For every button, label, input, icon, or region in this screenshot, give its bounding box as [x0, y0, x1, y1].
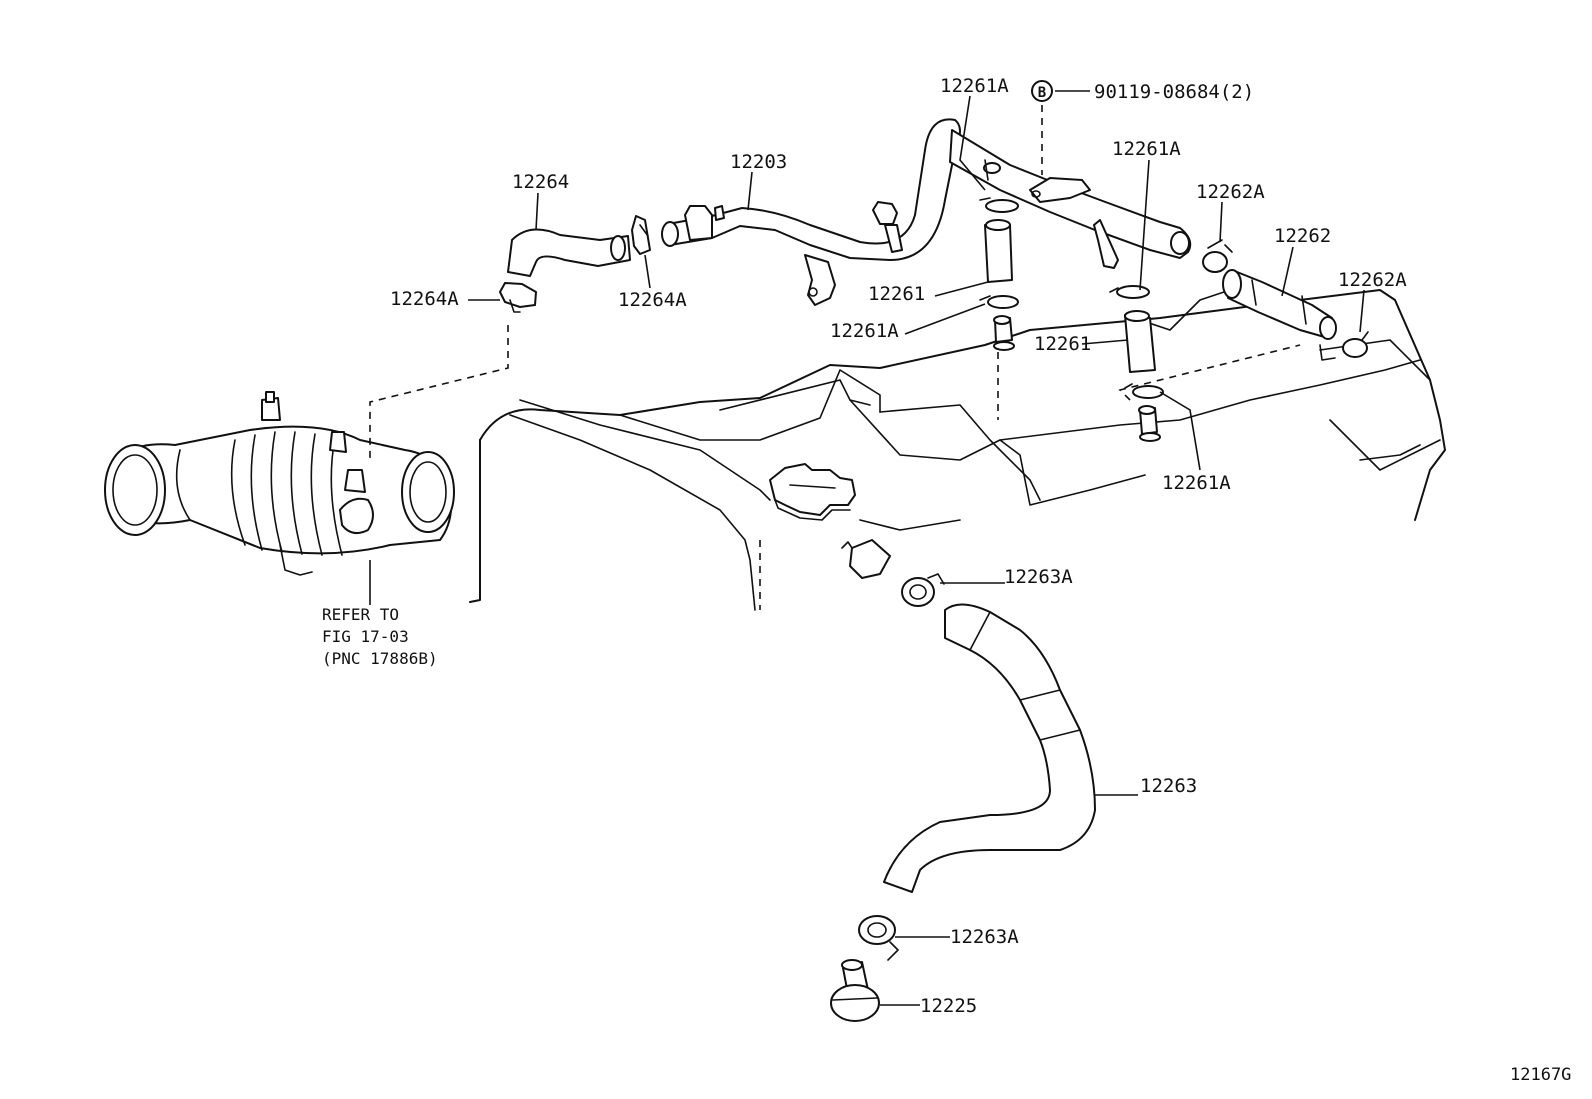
clamp-12261a-upper-mid — [979, 295, 1019, 309]
label-12203: 12203 — [730, 151, 787, 173]
label-12261a-bottom: 12261A — [1162, 472, 1231, 494]
refer-note-line3: (PNC 17886B) — [322, 649, 438, 668]
pipe-12203 — [661, 118, 1192, 306]
air-intake-duct — [104, 391, 455, 576]
clamp-12264a-mid — [631, 215, 651, 255]
label-bolt-part: 90119-08684(2) — [1094, 81, 1254, 103]
refer-note-line2: FIG 17-03 — [322, 627, 409, 646]
figure-code: 12167G — [1510, 1065, 1571, 1085]
clamp-12263a-lower — [858, 915, 899, 961]
clamp-12263a-upper — [901, 573, 945, 607]
label-12262a-upper: 12262A — [1196, 181, 1265, 203]
label-12264a-left: 12264A — [390, 288, 459, 310]
clamp-12264a-left — [499, 282, 537, 313]
leader-lines — [369, 90, 1365, 1006]
label-12263a-upper: 12263A — [1004, 566, 1073, 588]
clamp-12261a-right — [1109, 285, 1150, 299]
nipple-upper — [993, 315, 1015, 351]
hose-12263 — [883, 603, 1096, 893]
label-12264: 12264 — [512, 171, 569, 193]
label-12262: 12262 — [1274, 225, 1331, 247]
label-12262a-lower: 12262A — [1338, 269, 1407, 291]
label-12264a-mid: 12264A — [618, 289, 687, 311]
refer-note-line1: REFER TO — [322, 605, 399, 624]
label-12225: 12225 — [920, 995, 977, 1017]
hose-12262 — [1222, 269, 1337, 361]
svg-text:B: B — [1038, 85, 1046, 101]
label-12261-lower: 12261 — [1034, 333, 1091, 355]
label-12261a-top: 12261A — [940, 75, 1009, 97]
label-12263: 12263 — [1140, 775, 1197, 797]
hose-12261-upper — [984, 219, 1013, 283]
fitting-12225 — [830, 959, 880, 1022]
elbow-fitting — [841, 539, 891, 579]
bolt-circle-icon: B — [1031, 80, 1053, 102]
hose-12264 — [507, 228, 631, 277]
nipple-lower — [1138, 405, 1161, 442]
dashed-reference-lines — [369, 105, 1301, 460]
clamp-12261a-upper — [979, 197, 1019, 213]
label-12261a-mid: 12261A — [830, 320, 899, 342]
clamp-12262a-upper — [1202, 239, 1233, 273]
refer-note: REFER TO FIG 17-03 (PNC 17886B) — [322, 605, 438, 668]
label-12261-upper: 12261 — [868, 283, 925, 305]
label-12263a-lower: 12263A — [950, 926, 1019, 948]
clamp-12262a-lower — [1342, 331, 1369, 358]
cylinder-head-cover — [469, 289, 1446, 611]
oil-filler-cap — [769, 463, 856, 521]
hose-12261-lower — [1124, 310, 1156, 373]
label-12261a-right: 12261A — [1112, 138, 1181, 160]
clamp-12261a-lower — [1124, 383, 1164, 399]
